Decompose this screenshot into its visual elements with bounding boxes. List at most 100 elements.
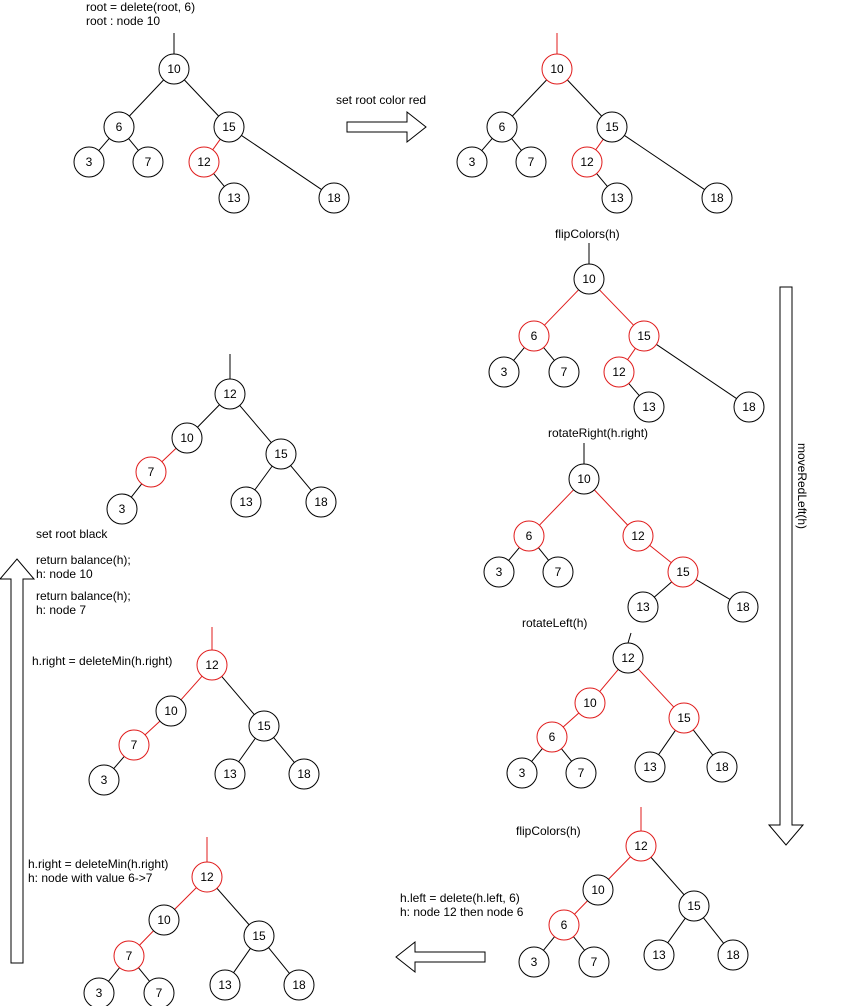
black-node-circle — [265, 438, 297, 470]
node-value: 13 — [227, 191, 241, 205]
red-link — [599, 289, 634, 326]
red-link — [539, 489, 574, 526]
tree-node-15: 15 — [667, 556, 699, 588]
black-node-circle — [488, 356, 520, 388]
black-node-circle — [612, 642, 644, 674]
tree-node-12: 12 — [625, 830, 657, 862]
node-value: 10 — [583, 696, 597, 710]
black-node-circle — [214, 758, 246, 790]
tree-node-7: 7 — [548, 356, 580, 388]
tree-node-10: 10 — [574, 687, 606, 719]
black-node-circle — [213, 111, 245, 143]
red-node-circle — [536, 721, 568, 753]
label-left-delete-2: h: node 12 then node 6 — [400, 905, 524, 919]
tree-node-18: 18 — [733, 391, 765, 423]
black-link — [268, 947, 290, 974]
node-value: 12 — [197, 155, 211, 169]
tree-node-13: 13 — [214, 758, 246, 790]
node-value: 3 — [96, 986, 103, 1000]
node-value: 13 — [223, 767, 237, 781]
black-node-circle — [243, 920, 275, 952]
title-line-2: root : node 10 — [86, 14, 160, 28]
red-node-circle — [668, 702, 700, 734]
red-node-circle — [628, 320, 660, 352]
black-link — [290, 465, 312, 491]
black-link — [197, 404, 220, 428]
root-link — [627, 632, 632, 644]
tree-node-10: 10 — [148, 904, 180, 936]
node-value: 7 — [126, 949, 133, 963]
red-node-circle — [603, 356, 635, 388]
node-value: 18 — [297, 767, 311, 781]
tree-node-15: 15 — [628, 320, 660, 352]
node-value: 7 — [528, 155, 535, 169]
node-value: 13 — [636, 600, 650, 614]
tree-node-12: 12 — [603, 356, 635, 388]
black-link — [233, 948, 251, 973]
black-node-circle — [582, 874, 614, 906]
red-node-circle — [118, 729, 150, 761]
black-node-circle — [288, 758, 320, 790]
tree-node-3: 3 — [88, 764, 120, 796]
node-value: 18 — [726, 948, 740, 962]
black-link — [273, 737, 295, 763]
black-link — [653, 581, 673, 598]
black-link — [561, 748, 572, 762]
node-value: 12 — [223, 387, 237, 401]
tree-node-18: 18 — [318, 182, 350, 214]
node-value: 15 — [637, 329, 651, 343]
black-node-circle — [548, 356, 580, 388]
black-node-circle — [717, 939, 749, 971]
black-link — [113, 756, 125, 769]
tree-node-10: 10 — [573, 263, 605, 295]
node-value: 7 — [555, 565, 562, 579]
tree-node-7: 7 — [542, 556, 574, 588]
tree-node-7: 7 — [515, 146, 547, 178]
node-value: 13 — [610, 191, 624, 205]
black-link — [98, 138, 110, 151]
tree-node-3: 3 — [518, 946, 550, 978]
tree-node-13: 13 — [627, 591, 659, 623]
label-set-root-red: set root color red — [336, 93, 426, 107]
black-link — [695, 579, 731, 600]
black-link — [138, 967, 150, 982]
node-value: 6 — [531, 329, 538, 343]
tree-node-13: 13 — [643, 939, 675, 971]
node-value: 13 — [218, 978, 232, 992]
label-balance-7-2: h: node 7 — [36, 603, 86, 617]
tree-node-15: 15 — [596, 111, 628, 143]
black-node-circle — [515, 146, 547, 178]
tree-node-18: 18 — [727, 591, 759, 623]
tree-node-7: 7 — [113, 940, 145, 972]
black-node-circle — [601, 182, 633, 214]
label-balance-10-2: h: node 10 — [36, 567, 93, 581]
black-node-circle — [578, 946, 610, 978]
tree-node-13: 13 — [601, 182, 633, 214]
tree-node-12: 12 — [188, 146, 220, 178]
node-value: 6 — [526, 529, 533, 543]
tree-node-12: 12 — [612, 642, 644, 674]
red-node-circle — [548, 909, 580, 941]
tree-node-7: 7 — [143, 977, 175, 1006]
black-node-circle — [518, 946, 550, 978]
node-value: 15 — [687, 899, 701, 913]
tree-node-13: 13 — [230, 486, 262, 518]
tree-node-10: 10 — [568, 463, 600, 495]
tree-node-6: 6 — [536, 721, 568, 753]
red-node-circle — [191, 861, 223, 893]
tree-node-12: 12 — [191, 861, 223, 893]
title-line-1: root = delete(root, 6) — [86, 0, 195, 14]
node-value: 10 — [157, 913, 171, 927]
black-link — [238, 737, 256, 763]
tree-node-3: 3 — [506, 757, 538, 789]
red-link — [599, 669, 619, 692]
black-node-circle — [706, 751, 738, 783]
black-link — [128, 138, 139, 151]
node-value: 15 — [605, 120, 619, 134]
node-value: 13 — [642, 400, 656, 414]
node-value: 13 — [643, 760, 657, 774]
red-node-circle — [196, 649, 228, 681]
